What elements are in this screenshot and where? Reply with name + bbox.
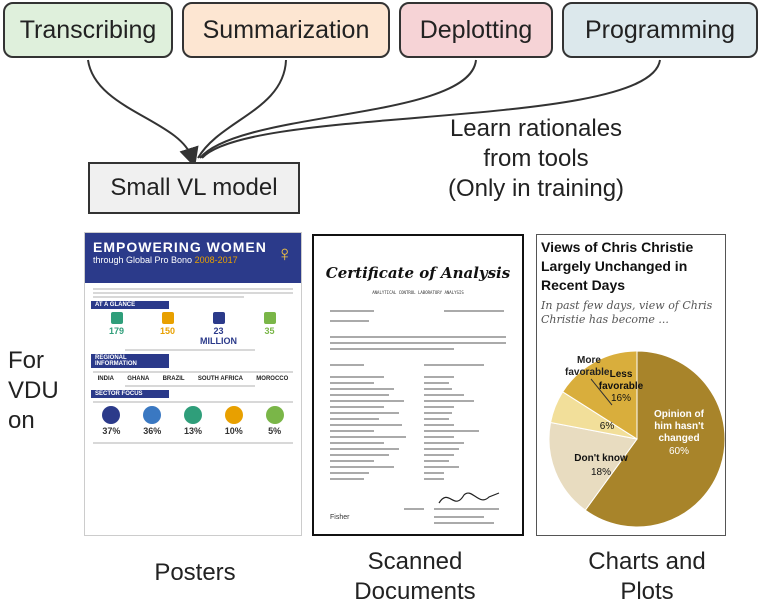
certificate-thumbnail: Certificate of Analysis ANALYTICAL CONTR… [312,234,524,536]
arrow-deplotting [199,59,477,159]
stat-item: 23 MILLION [195,312,243,346]
signature [438,492,500,504]
label-dontknow-1: Don't know [574,453,628,464]
country-label: INDIA [97,376,114,382]
poster-subtitle: through Global Pro Bono 2008-2017 [93,255,238,265]
pie-slice-1 [548,421,638,511]
label-dontknow-2: 18% [591,467,611,478]
small-vl-model-box: Small VL model [88,162,300,214]
label-more-pct: 6% [600,421,615,432]
sector-item: 5% [254,406,295,436]
stat-item: 35 [246,312,294,346]
poster-thumbnail: EMPOWERING WOMEN through Global Pro Bono… [84,232,302,536]
poster-section-sector: SECTOR FOCUS [91,390,169,398]
fisher-logo: Fisher [330,514,350,521]
posters-label: Posters [154,559,236,586]
arrow-programming [201,59,661,159]
label-changed-2: him hasn't [654,421,704,432]
certificate-text-lines: Fisher [330,310,506,524]
certificate-title: Certificate of Analysis [325,264,511,282]
country-label: MOROCCO [256,376,289,382]
stat-item: 179 [93,312,141,346]
label-more-2: favorable [565,367,610,378]
poster-title: EMPOWERING WOMEN [93,239,267,255]
label-less-3: 16% [611,393,631,404]
label-less-1: Less [610,369,633,380]
pie-slice-0 [584,350,725,528]
country-label: BRAZIL [162,376,185,382]
arrow-summarization [197,59,287,159]
sector-item: 36% [132,406,173,436]
country-label: GHANA [127,376,150,382]
chart-thumbnail: Views of Chris Christie Largely Unchange… [536,234,726,536]
label-more-1: More [577,355,601,366]
chart-subtitle: In past few days, view of Chris Christie… [541,299,713,326]
tool-programming: Programming [562,2,758,58]
tool-deplotting: Deplotting [399,2,553,58]
poster-section-regional: REGIONAL INFORMATION [91,354,169,368]
venus-icon: ♀ [276,241,294,266]
vdu-label: For VDU on [8,347,59,434]
poster-header: EMPOWERING WOMEN through Global Pro Bono… [85,233,301,283]
poster-section-glance: AT A GLANCE [91,301,169,309]
poster-stats: 179 150 23 MILLION 35 [91,312,295,346]
rationale-label: Learn rationales from tools (Only in tra… [447,115,625,202]
country-label: SOUTH AFRICA [197,376,243,382]
stat-item: 150 [144,312,192,346]
poster-countries: INDIA GHANA BRAZIL SOUTH AFRICA MOROCCO [91,376,295,382]
label-less-2: favorable [599,381,644,392]
certificate-heading: ANALYTICAL CONTROL LABORATORY ANALYSIS [372,290,464,295]
scanned-documents-label: Scanned Documents [354,548,476,605]
tool-summarization: Summarization [182,2,390,58]
poster-sectors: 37% 36% 13% 10% 5% [91,406,295,436]
label-changed-1: Opinion of [654,409,705,420]
sector-item: 13% [173,406,214,436]
pie-slice-3 [562,350,638,440]
charts-plots-label: Charts and Plots [588,548,706,605]
chart-title: Views of Chris Christie Largely Unchange… [541,239,694,293]
pie-chart: More favorable Less favorable 16% 6% Opi… [548,350,725,528]
arrow-transcribing [87,59,199,168]
label-changed-4: 60% [669,446,689,457]
leader-more [590,378,613,406]
label-changed-3: changed [658,433,699,444]
sector-item: 37% [91,406,132,436]
sector-item: 10% [213,406,254,436]
tool-transcribing: Transcribing [3,2,173,58]
